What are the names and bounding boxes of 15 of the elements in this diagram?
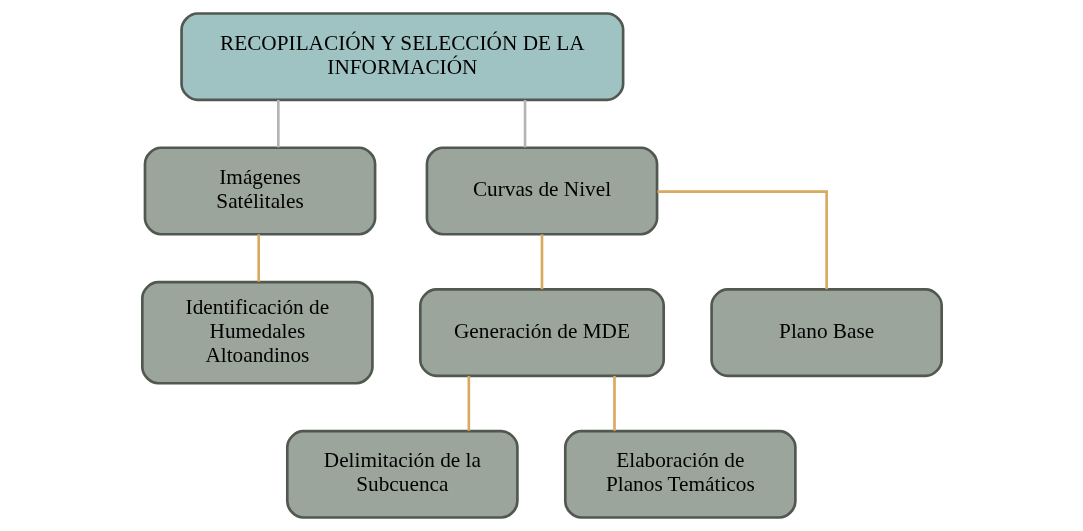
connector (276, 99, 280, 148)
connector (540, 234, 543, 290)
connector (523, 99, 526, 148)
node-box: Plano Base (709, 288, 943, 378)
node-box: Generación de MDE (418, 288, 665, 378)
node-box: Identificación de Humedales Altoandinos (140, 280, 374, 385)
node-box: Curvas de Nivel (425, 146, 658, 236)
node-box: RECOPILACIÓN Y SELECCIÓN DE LA INFORMACIÓN (179, 12, 624, 102)
connector (656, 190, 828, 290)
connector (467, 375, 470, 431)
node-box: Elaboración de Planos Temáticos (563, 429, 797, 519)
node-box: Delimitación de la Subcuenca (285, 429, 519, 519)
node-box: Imágenes Satélitales (143, 146, 376, 236)
connector (256, 234, 260, 282)
connector (612, 375, 616, 431)
